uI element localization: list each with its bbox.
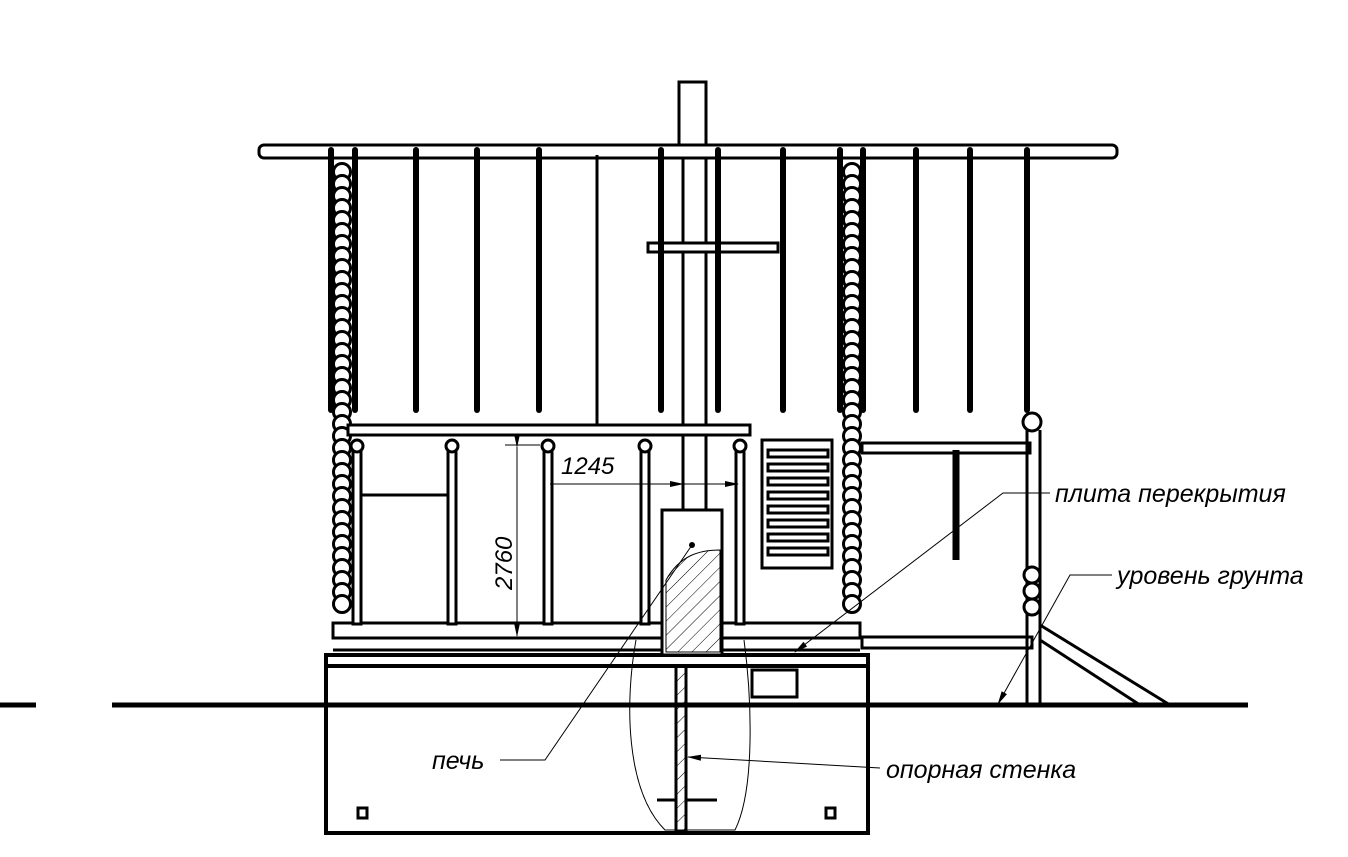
rack-bar xyxy=(766,546,830,557)
post xyxy=(446,446,458,626)
rack-bar xyxy=(766,518,830,529)
dimension-width-label: 1245 xyxy=(561,453,615,480)
dimension-height: 2760 xyxy=(491,434,540,637)
rack-bar xyxy=(766,532,830,543)
post xyxy=(351,446,363,626)
label-support-wall: опорная стенка xyxy=(886,756,1076,784)
chimney xyxy=(646,80,780,512)
stove xyxy=(660,508,724,657)
callout-slab: плита перекрытия xyxy=(794,480,1286,653)
dimension-height-label: 2760 xyxy=(491,536,518,591)
log xyxy=(842,594,862,614)
callout-support-wall: опорная стенка xyxy=(687,754,1076,784)
post-cap xyxy=(349,438,365,454)
posts xyxy=(349,438,748,626)
rack-bar xyxy=(766,476,830,487)
post xyxy=(542,446,554,626)
rack-bar xyxy=(766,462,830,473)
post-cap xyxy=(540,438,556,454)
veranda xyxy=(860,411,1171,707)
rack-bar xyxy=(766,490,830,501)
heater-rack xyxy=(766,448,830,557)
post-cap xyxy=(732,438,748,454)
post-cap xyxy=(444,438,460,454)
roof-beam xyxy=(257,143,1119,160)
callout-stove: печь xyxy=(432,544,693,775)
post xyxy=(639,446,651,626)
log xyxy=(332,594,352,614)
support-wall xyxy=(629,639,751,833)
post-cap xyxy=(637,438,653,454)
rack-bar xyxy=(766,448,830,459)
log-walls xyxy=(332,162,862,614)
rafters xyxy=(328,147,1030,425)
label-stove: печь xyxy=(432,747,484,775)
label-ground: уровень грунта xyxy=(1115,562,1304,590)
callout-ground: уровень грунта xyxy=(997,562,1304,705)
post xyxy=(734,446,746,626)
label-slab: плита перекрытия xyxy=(1055,480,1286,508)
dimension-width: 1245 xyxy=(550,453,739,487)
rack-bar xyxy=(766,504,830,515)
